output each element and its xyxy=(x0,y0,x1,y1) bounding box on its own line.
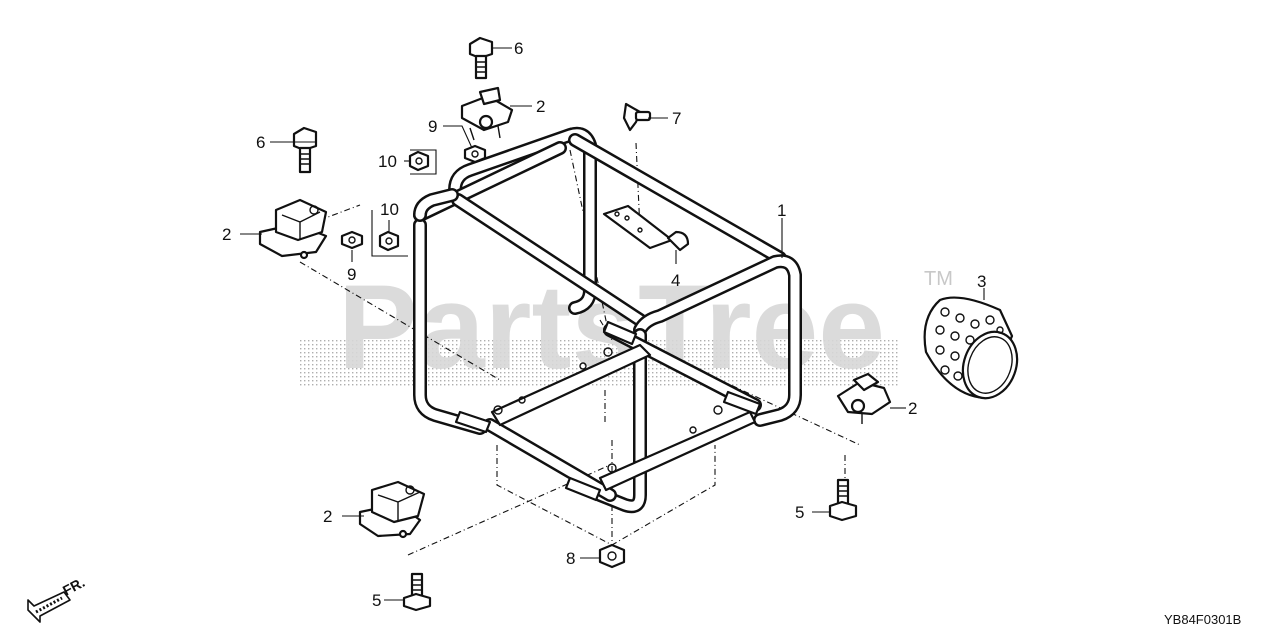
callout-10-top[interactable]: 10 xyxy=(378,152,397,171)
bolt-top[interactable] xyxy=(468,36,494,80)
drawing-code: YB84F0301B xyxy=(1164,612,1241,627)
leader-lines xyxy=(240,47,985,601)
mount-rubber-right[interactable] xyxy=(836,372,892,424)
callout-5-right[interactable]: 5 xyxy=(795,503,804,522)
callouts: 6 2 7 9 6 10 2 9 10 1 4 3 2 2 5 5 8 xyxy=(222,39,986,610)
bracket[interactable] xyxy=(602,204,690,252)
callout-5-bottom[interactable]: 5 xyxy=(372,591,381,610)
callout-3[interactable]: 3 xyxy=(977,272,986,291)
muffler-protector[interactable] xyxy=(923,296,1026,406)
nut-flange-left[interactable] xyxy=(340,230,364,250)
callout-2-top[interactable]: 2 xyxy=(536,97,545,116)
nut-flange-large[interactable] xyxy=(598,543,626,569)
nut-hex-mid[interactable] xyxy=(378,230,400,252)
bolt-lower-left[interactable] xyxy=(402,572,432,612)
callout-2-bottom[interactable]: 2 xyxy=(323,507,332,526)
callout-2-right[interactable]: 2 xyxy=(908,399,917,418)
callout-6-left[interactable]: 6 xyxy=(256,133,265,152)
callout-8[interactable]: 8 xyxy=(566,549,575,568)
callout-6-top[interactable]: 6 xyxy=(514,39,523,58)
fuel-strainer[interactable] xyxy=(622,102,652,132)
watermark-trademark: TM xyxy=(924,268,953,290)
callout-9-left[interactable]: 9 xyxy=(347,265,356,284)
bolt-lower-right[interactable] xyxy=(828,478,858,522)
nut-flange-top[interactable] xyxy=(463,144,487,164)
callout-7[interactable]: 7 xyxy=(672,109,681,128)
mount-rubber-top[interactable] xyxy=(460,86,514,141)
front-indicator: FR. xyxy=(27,574,87,623)
nut-hex-top[interactable] xyxy=(408,150,430,172)
watermark: PartsTree TM xyxy=(298,260,953,394)
mount-rubber-left[interactable] xyxy=(258,198,328,260)
mount-rubber-bottom[interactable] xyxy=(358,480,426,539)
callout-10-mid[interactable]: 10 xyxy=(380,200,399,219)
front-arrow-icon xyxy=(27,591,71,623)
bolt-left[interactable] xyxy=(292,126,318,174)
callout-4[interactable]: 4 xyxy=(671,271,680,290)
callout-9-top[interactable]: 9 xyxy=(428,117,437,136)
frame[interactable] xyxy=(413,126,802,514)
callout-1[interactable]: 1 xyxy=(777,201,786,220)
callout-2-left[interactable]: 2 xyxy=(222,225,231,244)
